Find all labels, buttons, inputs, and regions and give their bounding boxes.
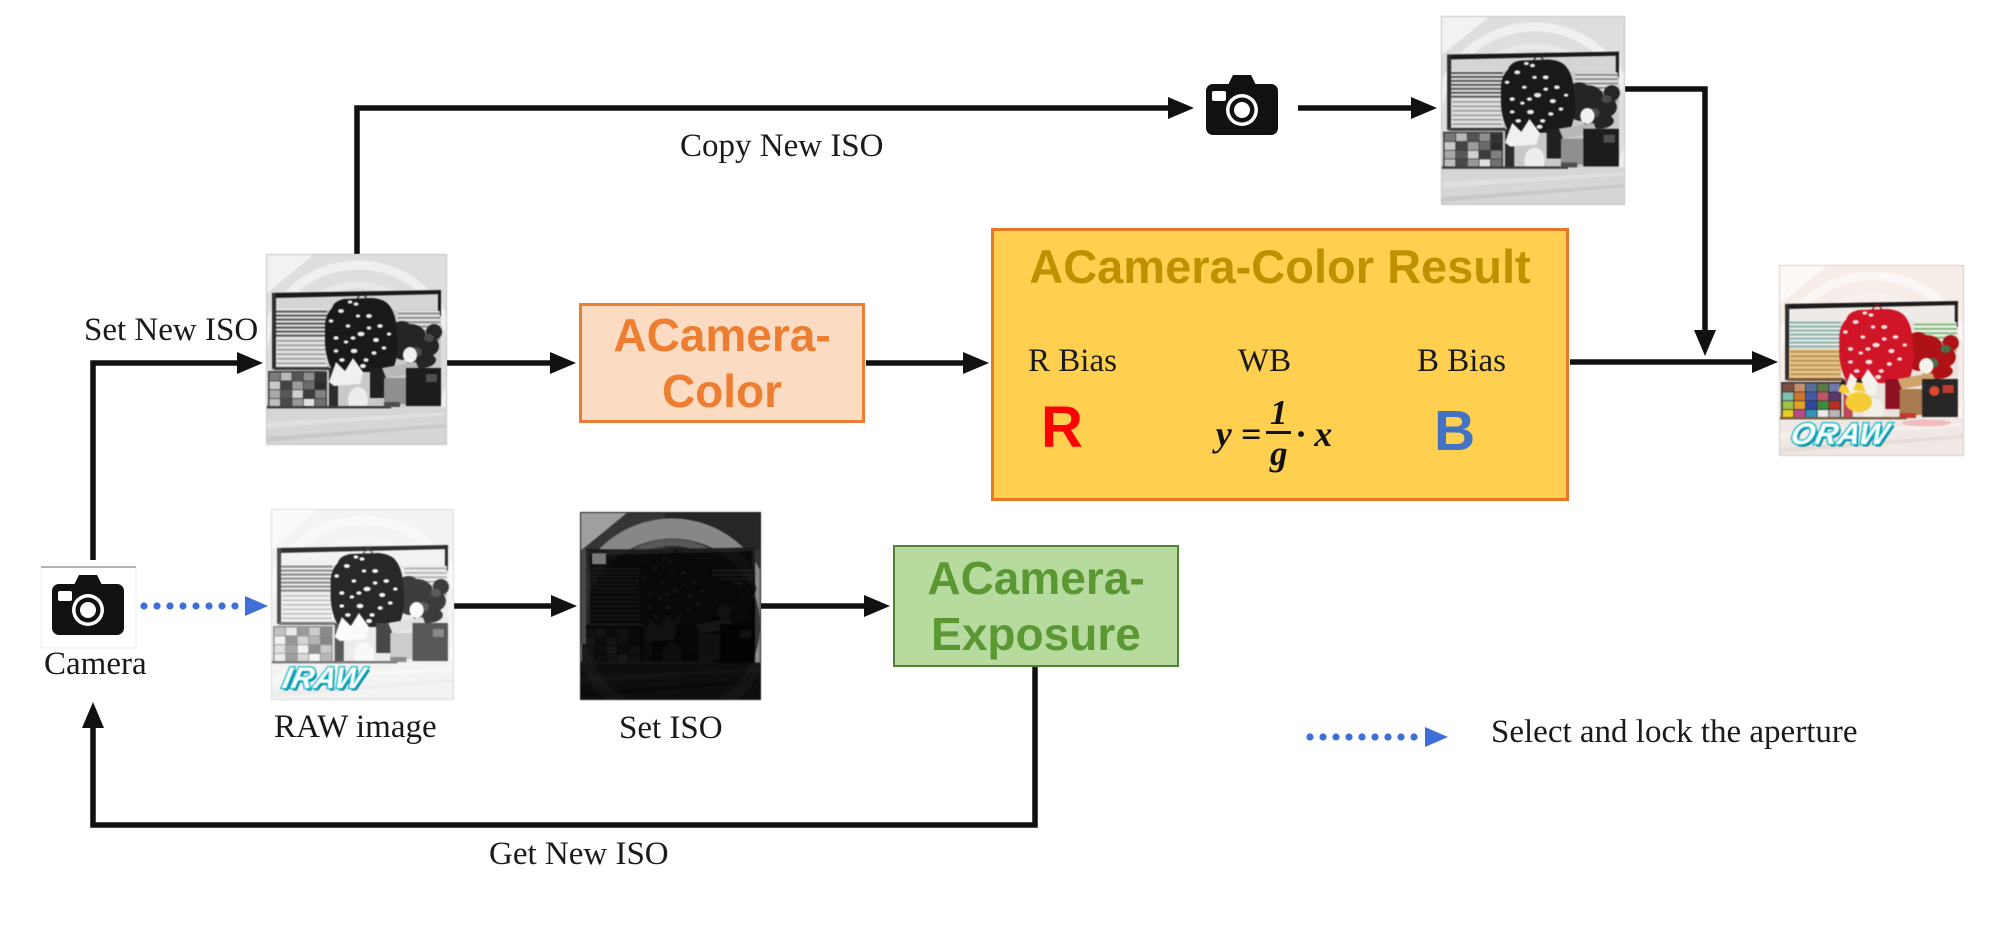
svg-text:ORAW: ORAW	[1790, 419, 1897, 453]
svg-text:IRAW: IRAW	[280, 661, 370, 694]
svg-text:IRAW: IRAW	[282, 664, 372, 697]
svg-text:ORAW: ORAW	[1788, 417, 1895, 451]
